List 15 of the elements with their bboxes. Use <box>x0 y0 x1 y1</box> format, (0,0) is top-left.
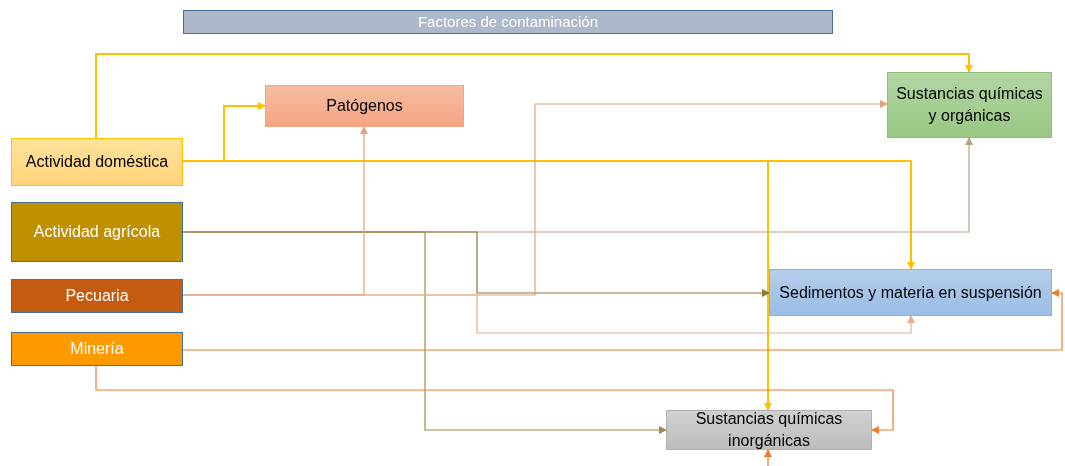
connector-arrow <box>182 231 667 434</box>
factor-box: Patógenos <box>265 85 464 127</box>
factor-box: Sedimentos y materia en suspensión <box>769 269 1052 316</box>
connector-arrow <box>95 53 973 139</box>
factor-box: Actividad agrícola <box>11 202 183 262</box>
connector-arrow <box>764 449 772 466</box>
factor-box: Sustancias químicas y orgánicas <box>887 72 1052 138</box>
connector-arrow <box>182 289 1063 351</box>
factor-box: Actividad doméstica <box>11 138 183 186</box>
title-banner: Factores de contaminación <box>183 10 833 34</box>
connector-arrow <box>95 365 894 434</box>
factor-box: Pecuaria <box>11 279 183 313</box>
factor-box: Sustancias químicas inorgánicas <box>666 410 872 450</box>
factor-box: Minería <box>11 332 183 366</box>
connector-arrow <box>182 294 915 334</box>
